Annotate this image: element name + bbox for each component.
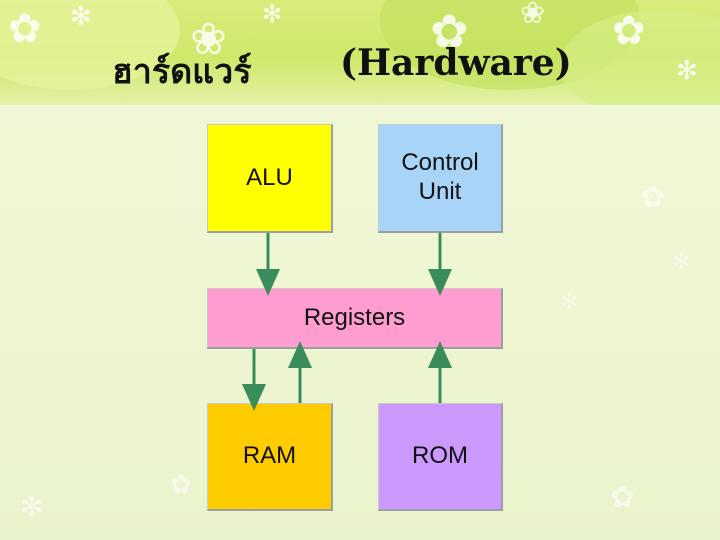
flower-decoration: ❀	[520, 0, 546, 31]
flower-decoration: ❀	[190, 14, 227, 65]
flower-decoration: ✻	[20, 490, 44, 523]
rom-box: ROM	[378, 403, 503, 511]
title-thai: ฮาร์ดแวร์	[112, 52, 252, 92]
flower-decoration: ✻	[672, 250, 691, 275]
alu-box: ALU	[207, 124, 333, 233]
flower-decoration: ✻	[560, 290, 579, 315]
flower-decoration: ✿	[640, 180, 666, 215]
registers-box: Registers	[207, 288, 503, 349]
ram-box: RAM	[207, 403, 333, 511]
control-unit-box: Control Unit	[378, 124, 503, 233]
flower-decoration: ✿	[170, 470, 192, 500]
flower-decoration: ✿	[612, 8, 646, 54]
flower-decoration: ✻	[70, 2, 92, 32]
header-banner	[0, 0, 720, 105]
flower-decoration: ✿	[430, 4, 469, 58]
flower-decoration: ✿	[610, 480, 636, 515]
flower-decoration: ✻	[262, 0, 283, 28]
flower-decoration: ✿	[8, 6, 42, 52]
slide-title: ฮาร์ดแวร์ (Hardware)	[0, 40, 720, 100]
flower-decoration: ✻	[676, 56, 698, 86]
title-english: (Hardware)	[340, 42, 572, 84]
